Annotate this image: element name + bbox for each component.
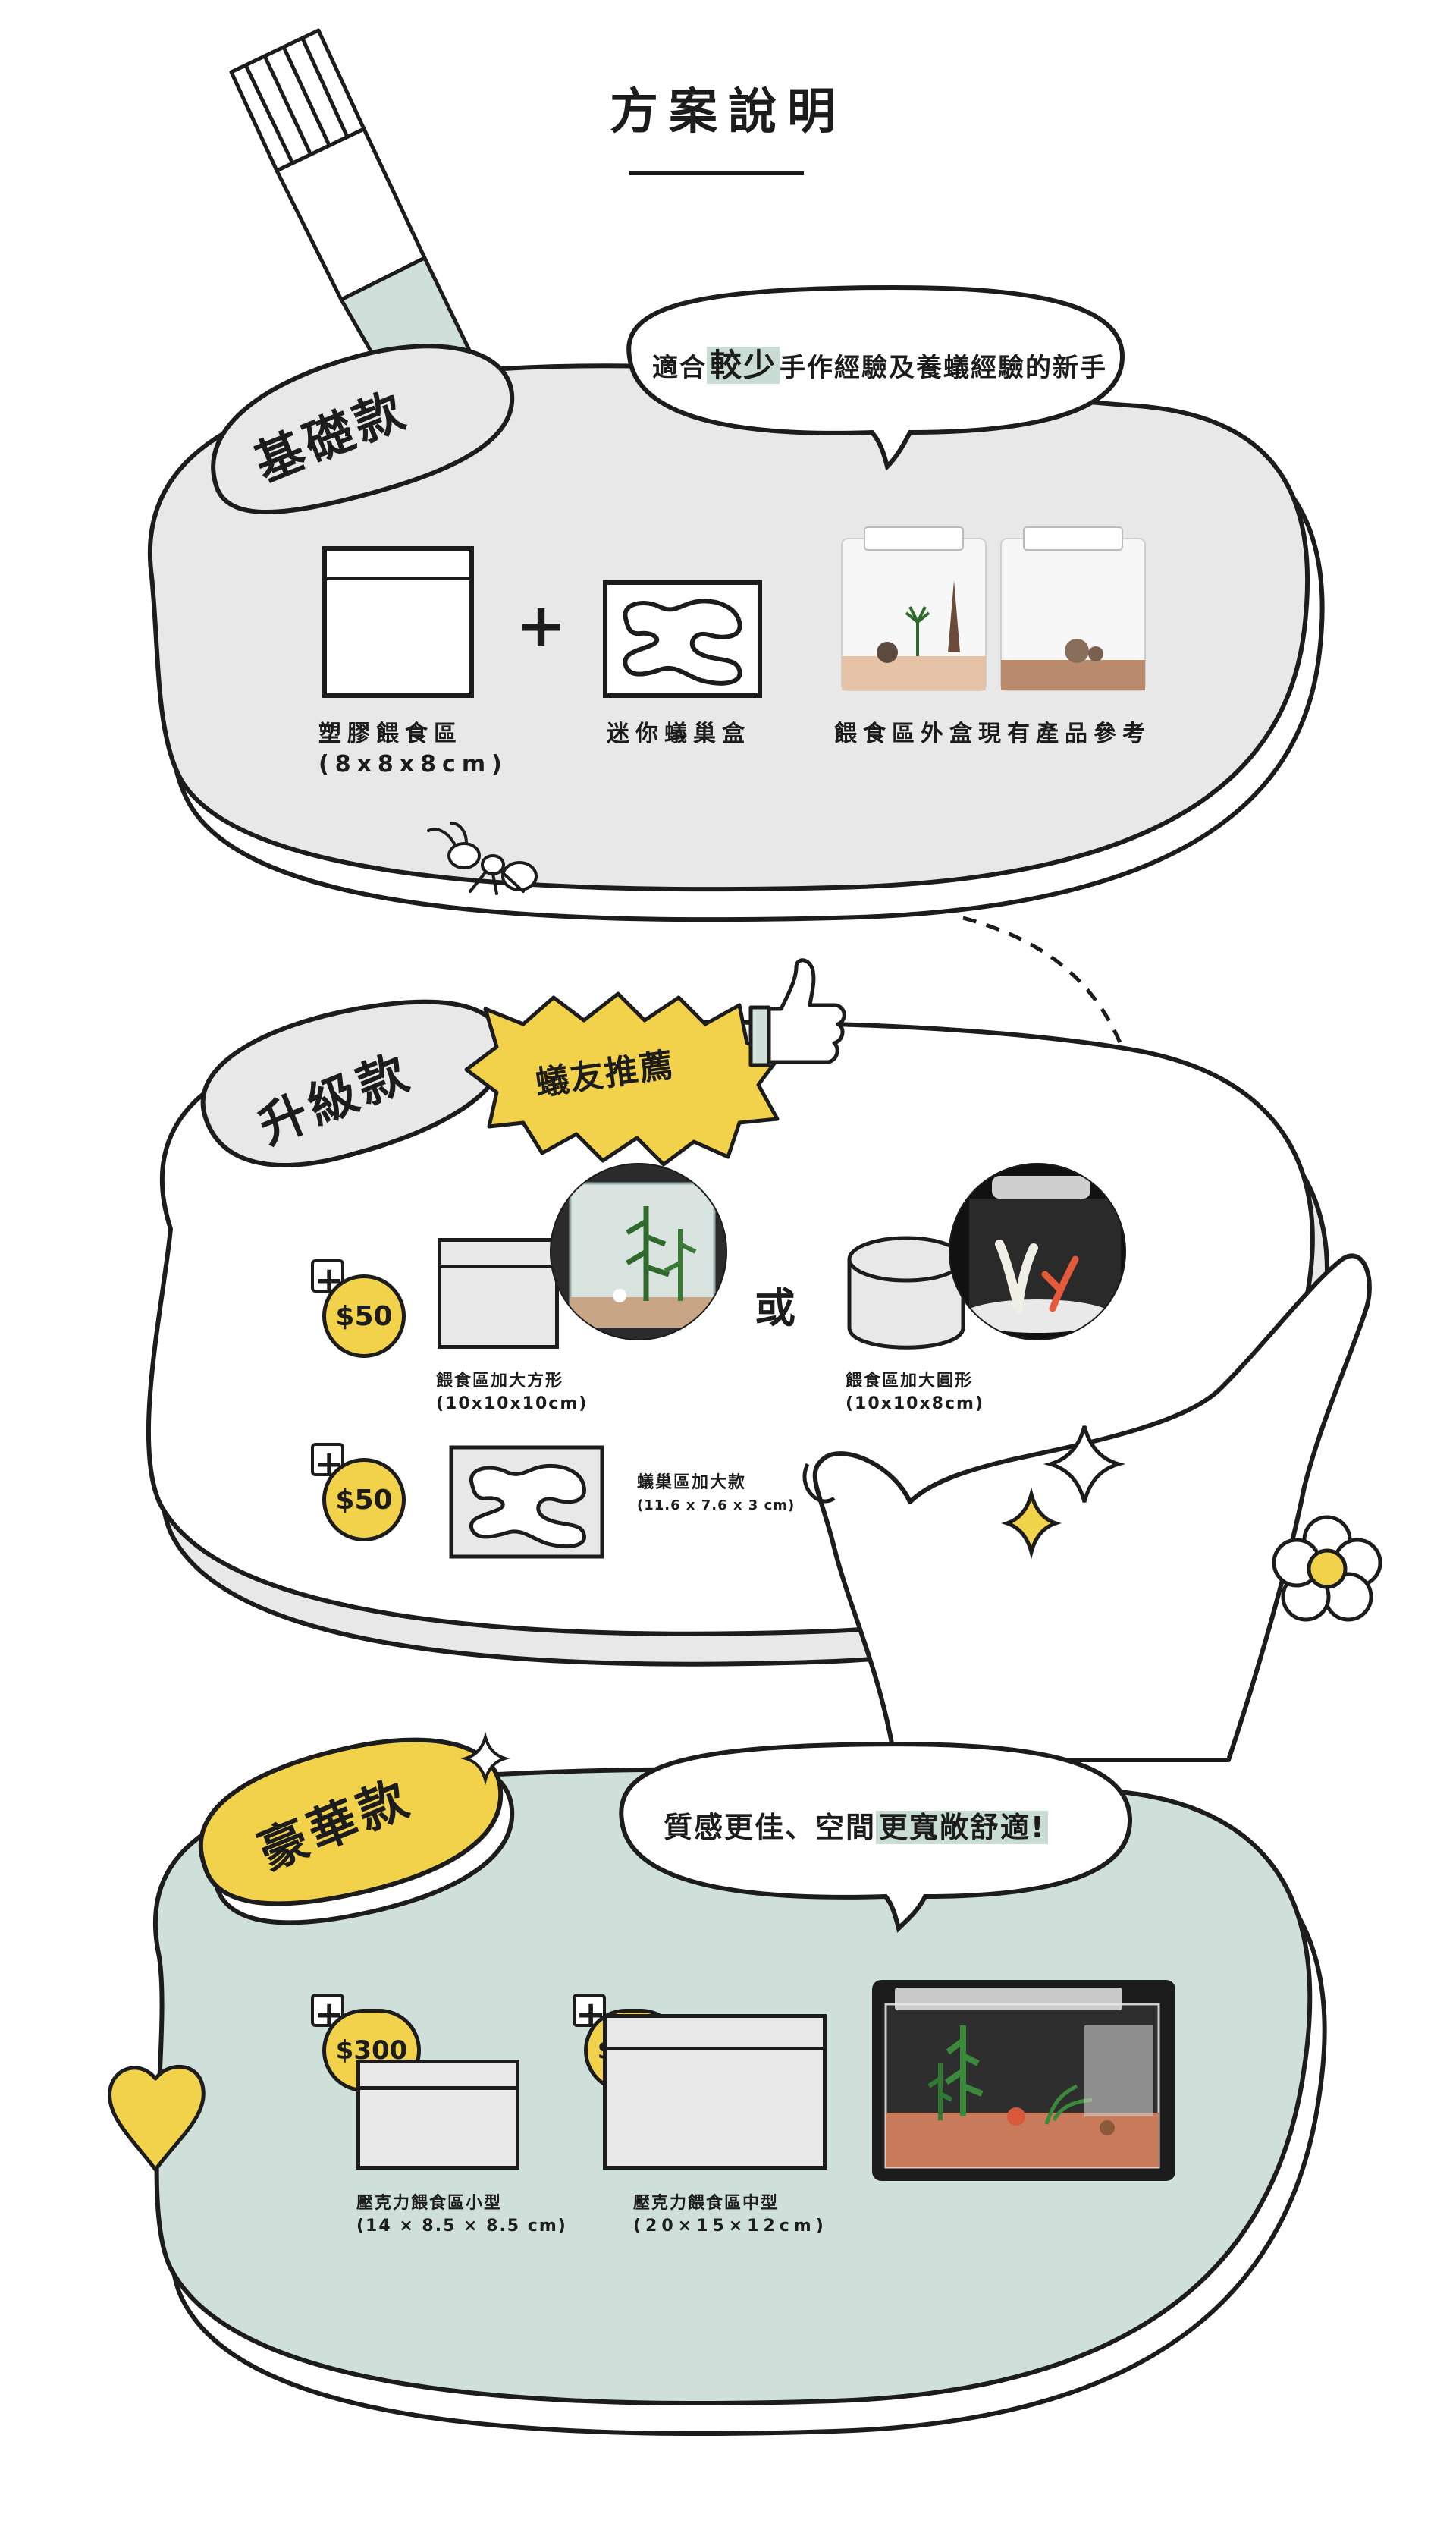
plus-icon: + [516,590,567,661]
basic-speech-post: 手作經驗及養蟻經驗的新手 [780,353,1108,383]
small-acrylic-box-icon [356,2060,519,2170]
acrylic-box-photo [872,1980,1175,2181]
add-icon: + [573,1994,606,2033]
sparkle-icon [460,1731,510,1786]
upgrade-option1-label: 餵食區加大方形 (10x10x10cm) [436,1370,588,1416]
large-nest-box-label: 蟻巢區加大款 [637,1473,747,1492]
large-square-box-icon [438,1238,559,1349]
small-acrylic-box-size: (14 × 8.5 × 8.5 cm) [356,2217,567,2236]
basic-speech-bubble-shape [626,284,1125,471]
hand-arm-shape [812,1253,1372,1762]
deluxe-price-1: $300 [322,2009,421,2092]
thumbs-up-icon [748,958,846,1067]
basic-speech-text: 適合較少手作經驗及養蟻經驗的新手 [652,340,1107,386]
plastic-feeding-box-label: 塑膠餵食區 [318,721,463,747]
medium-acrylic-box-size: (20×15×12cm) [633,2217,828,2236]
medium-acrylic-box-icon [603,2014,827,2170]
deluxe-speech-text: 質感更佳、空間更寬敞舒適! [664,1804,1049,1846]
upgrade-price-1: $50 [322,1274,406,1358]
recommend-starburst-shape [464,991,783,1167]
basic-tag-shape [211,344,515,514]
mini-nest-box-label: 迷你蟻巢盒 [607,721,751,747]
deluxe-item2-text: 壓克力餵食區中型 (20×15×12cm) [633,2192,828,2238]
or-text: 或 [755,1284,795,1332]
deluxe-speech-emphasis: 更寬敞舒適! [876,1811,1049,1844]
small-acrylic-box-label: 壓克力餵食區小型 [356,2194,503,2213]
large-nest-box-text: 蟻巢區加大款 (11.6 x 7.6 x 3 cm) [637,1472,795,1517]
deluxe-tag-shape [198,1737,515,1925]
large-square-box-size: (10x10x10cm) [436,1394,588,1413]
mini-nest-box-icon [603,580,762,698]
product-reference-label: 餵食區外盒現有產品參考 [834,721,1151,747]
large-nest-box-size: (11.6 x 7.6 x 3 cm) [637,1497,795,1513]
deluxe-item1-text: 壓克力餵食區小型 (14 × 8.5 × 8.5 cm) [356,2192,567,2238]
basic-item1-label: 塑膠餵食區 (8x8x8cm) [318,719,508,780]
deluxe-speech-pre: 質感更佳、空間 [664,1811,877,1844]
upgrade-option2-label: 餵食區加大圓形 (10x10x8cm) [846,1370,984,1416]
page-title: 方案說明 [610,84,846,140]
large-round-box-label: 餵食區加大圓形 [846,1372,974,1390]
heart-icon [108,2065,206,2172]
sparkle-icon [1001,1487,1062,1560]
basic-speech-emphasis: 較少 [707,347,780,384]
large-square-box-photo [550,1163,727,1340]
flower-icon [1272,1515,1382,1622]
upgrade-price-2: $50 [322,1458,406,1541]
basic-speech-pre: 適合 [652,353,707,383]
plastic-feeding-box-size: (8x8x8cm) [318,751,508,778]
ant-icon [427,822,538,895]
deluxe-speech-bubble-shape [619,1742,1133,1933]
title-underline [629,171,804,175]
large-round-box-icon [847,1236,965,1350]
large-round-box-size: (10x10x8cm) [846,1394,984,1413]
plastic-feeding-box-icon [322,546,474,698]
paintbrush-icon [229,28,488,427]
product-reference-photos [834,523,1153,698]
sparkle-icon [1043,1425,1126,1503]
large-round-box-photo [949,1163,1126,1340]
large-square-box-label: 餵食區加大方形 [436,1372,564,1390]
medium-acrylic-box-label: 壓克力餵食區中型 [633,2194,780,2213]
large-nest-box-icon [449,1445,604,1559]
